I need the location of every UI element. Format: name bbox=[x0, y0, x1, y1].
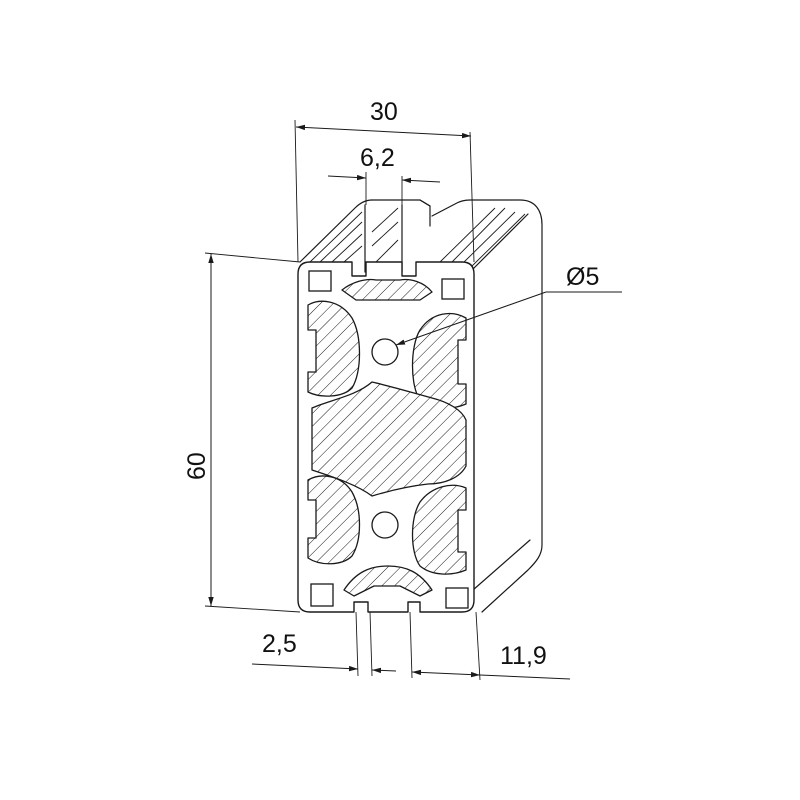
corner-pocket-br bbox=[445, 587, 469, 609]
corner-pocket-tl bbox=[308, 270, 332, 292]
corner-pocket-bl bbox=[310, 583, 334, 607]
cavity-right-upper bbox=[411, 312, 467, 409]
dimension-hole-diameter: Ø5 bbox=[395, 263, 622, 346]
cavity-top-slot bbox=[341, 278, 433, 301]
center-hole-upper bbox=[371, 338, 399, 366]
top-face-hatch bbox=[309, 207, 526, 269]
profile-front-face bbox=[297, 261, 475, 613]
dimension-offset-label: 11,9 bbox=[500, 642, 547, 670]
cavity-center bbox=[311, 381, 467, 497]
extrusion-back bbox=[299, 199, 543, 613]
dimension-width: 30 bbox=[294, 98, 475, 263]
dimension-wall-label: 2,5 bbox=[262, 630, 297, 658]
cavity-bottom-slot bbox=[343, 565, 433, 597]
corner-pocket-tr bbox=[441, 278, 465, 300]
dimension-height-label: 60 bbox=[183, 452, 211, 480]
cavity-right-lower bbox=[411, 484, 467, 575]
dimension-bottom: 2,5 11,9 bbox=[251, 611, 571, 681]
cavity-left-lower bbox=[307, 475, 361, 565]
dimension-slot-width: 6,2 bbox=[327, 144, 441, 205]
cavity-left-upper bbox=[307, 300, 361, 397]
dimension-hole-diameter-label: Ø5 bbox=[566, 263, 599, 291]
dimension-height: 60 bbox=[183, 252, 301, 613]
dimension-slot-width-label: 6,2 bbox=[360, 144, 395, 172]
center-hole-lower bbox=[371, 511, 399, 539]
dimension-width-label: 30 bbox=[370, 98, 398, 126]
